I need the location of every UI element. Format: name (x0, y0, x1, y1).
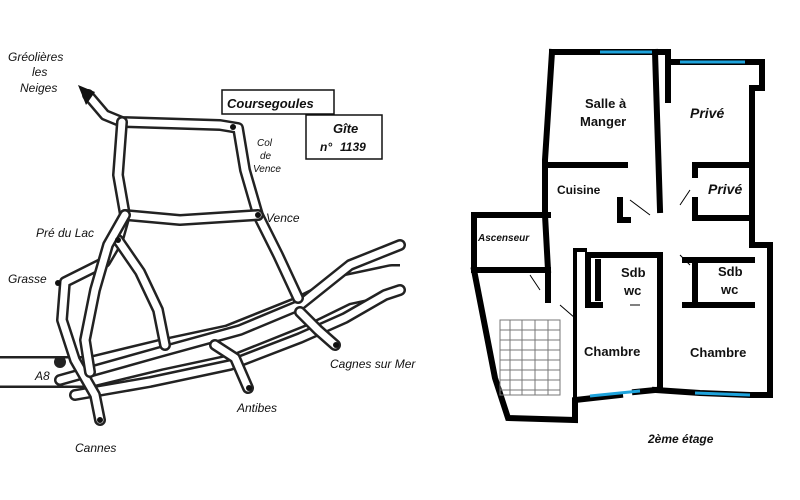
room-prive-top: Privé (690, 105, 724, 121)
room-sdb-right-1: Sdb (718, 264, 743, 279)
label-cagnes: Cagnes sur Mer (330, 357, 416, 371)
label-a8: A8 (34, 369, 50, 383)
secondary-roads (56, 89, 341, 426)
staircase (499, 319, 561, 396)
room-prive-mid: Privé (708, 181, 742, 197)
gite-number-prefix: n° (320, 140, 332, 154)
label-greolieres-1: Gréolières (8, 50, 63, 64)
label-vence: Vence (266, 211, 300, 225)
cannes-dot (97, 417, 103, 423)
floor-label: 2ème étage (647, 432, 714, 446)
room-cuisine: Cuisine (557, 183, 601, 197)
room-sdb-left-2: wc (623, 283, 641, 298)
room-salle-line1: Salle à (585, 96, 627, 111)
room-chambre-left: Chambre (584, 344, 640, 359)
label-cannes: Cannes (75, 441, 116, 455)
window-bottom-right (694, 391, 751, 397)
room-chambre-right: Chambre (690, 345, 746, 360)
label-col-1: Col (257, 138, 273, 149)
cagnes-dot (333, 342, 339, 348)
label-pre-du-lac: Pré du Lac (36, 226, 94, 240)
gite-box (305, 114, 383, 160)
grasse-dot (55, 280, 61, 286)
north-arrow (78, 85, 95, 105)
coursegoules-dot (230, 124, 236, 130)
label-grasse: Grasse (8, 272, 47, 286)
antibes-dot (246, 385, 252, 391)
gite-number: 1139 (340, 140, 366, 154)
coursegoules-box (221, 89, 335, 115)
vence-dot (255, 212, 261, 218)
label-coursegoules: Coursegoules (227, 96, 314, 111)
road-map: Gréolières les Neiges Coursegoules Gîte … (0, 50, 416, 455)
room-sdb-right-2: wc (720, 282, 738, 297)
pre-du-lac-dot (115, 237, 121, 243)
room-ascenseur: Ascenseur (477, 233, 530, 244)
label-col-3: Vence (253, 164, 281, 175)
gite-title: Gîte (333, 121, 358, 136)
label-antibes: Antibes (236, 401, 277, 415)
window-bottom-left (589, 389, 641, 398)
room-salle-line2: Manger (580, 114, 626, 129)
coast-band (54, 239, 406, 401)
label-greolieres-3: Neiges (20, 81, 57, 95)
town-markers (55, 124, 339, 423)
label-col-2: de (260, 151, 272, 162)
label-greolieres-2: les (32, 65, 47, 79)
room-sdb-left-1: Sdb (621, 265, 646, 280)
floor-plan: Salle à Manger Privé Cuisine Privé Ascen… (470, 48, 773, 446)
